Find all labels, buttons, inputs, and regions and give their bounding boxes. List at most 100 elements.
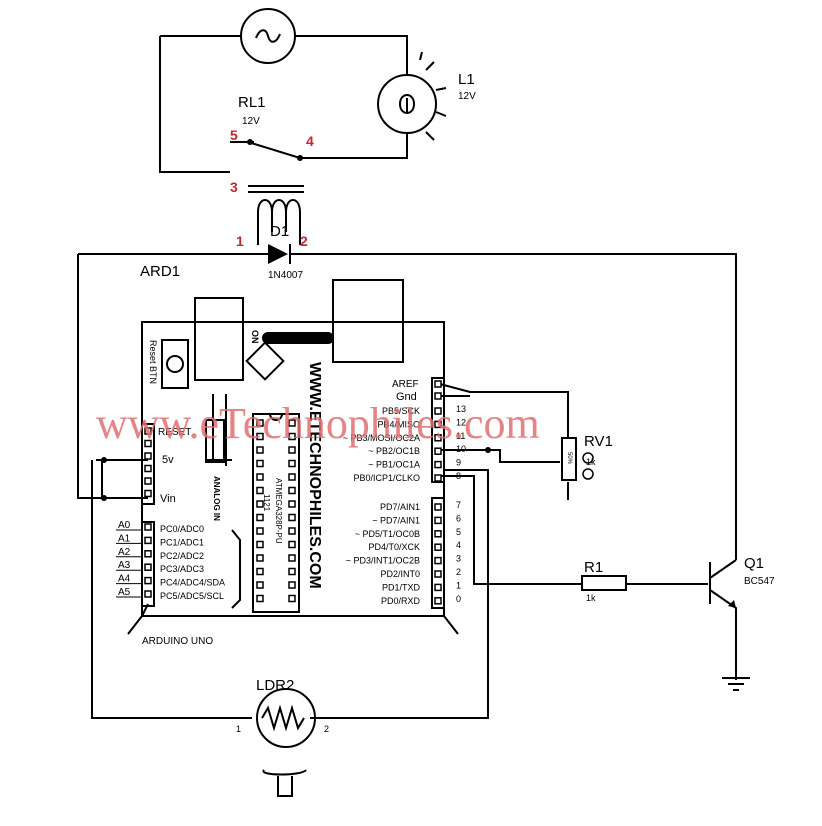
digital-pin-label: PB0/ICP1/CLKO <box>353 473 420 483</box>
digital-pin <box>434 556 442 565</box>
arduino-uno-label: ARDUINO UNO <box>142 636 213 647</box>
chip-pin <box>256 540 264 549</box>
r1-value: 1k <box>586 593 596 603</box>
digital-pin <box>434 420 442 429</box>
analog-pin-number: A5 <box>118 587 131 598</box>
analog-pin <box>144 576 152 585</box>
chip-pin <box>288 567 296 576</box>
analog-pin-number: A3 <box>118 560 131 571</box>
analog-pin-number: A1 <box>118 533 131 544</box>
ldr2-pin2: 2 <box>324 724 329 734</box>
rv1-wires <box>439 383 569 500</box>
q1-emitter-arrow <box>728 600 736 608</box>
digital-pin <box>434 447 442 455</box>
diode-arrow <box>268 244 288 264</box>
digital-pin <box>434 503 442 511</box>
ldr-right-wire <box>310 469 489 719</box>
digital-pin <box>434 460 442 469</box>
digital-pin-number: 5 <box>456 527 461 537</box>
analog-pin-label: PC5/ADC5/SCL <box>160 591 224 601</box>
ard1-label: ARD1 <box>140 263 180 280</box>
vin-wire <box>77 254 148 499</box>
digital-pin <box>434 434 442 442</box>
reset-button-cap[interactable] <box>166 355 184 373</box>
rv1-value: 1k <box>586 457 596 467</box>
chip-pin <box>256 513 264 522</box>
relay-coil <box>257 199 301 245</box>
q1-label: Q1 <box>744 555 764 572</box>
digital-pin-number: 4 <box>456 540 461 550</box>
digital-pin-label: PD2/INT0 <box>380 569 420 579</box>
digital-pin-label: PD1/TXD <box>382 582 421 592</box>
reset-pin-label: RESET <box>158 427 191 438</box>
digital-pin-number: 8 <box>456 471 461 481</box>
usb-connector <box>194 297 244 381</box>
chip-pin <box>256 500 264 508</box>
digital-pin <box>434 380 442 388</box>
5v-wire <box>96 459 148 498</box>
chip-pin <box>288 459 296 468</box>
relay-core <box>248 185 304 193</box>
chip-body <box>252 413 300 613</box>
analog-pin-label: PC2/ADC2 <box>160 551 204 561</box>
digital-header-upper <box>431 377 445 483</box>
chip-pin <box>256 554 264 562</box>
switch-contact <box>297 155 303 161</box>
rv1-body-text: 50% <box>566 452 572 465</box>
q1-value: BC547 <box>744 576 775 587</box>
chip-pin <box>288 486 296 495</box>
rl1-label: RL1 <box>238 94 266 111</box>
l1-value: 12V <box>458 91 476 102</box>
analog-pin <box>144 590 152 598</box>
analog-pin-label: PC3/ADC3 <box>160 564 204 574</box>
5v-pin-label: 5v <box>162 454 174 466</box>
icsp-diamond <box>245 341 285 381</box>
ac-source <box>240 8 296 64</box>
digital-pin-number: 10 <box>456 444 466 454</box>
relay-pin-4: 4 <box>306 133 314 149</box>
digital-pin-number: 1 <box>456 580 461 590</box>
rv1-body <box>561 437 577 481</box>
digital-pin-label: PD4/T0/XCK <box>368 542 420 552</box>
relay-pin-3: 3 <box>230 179 238 195</box>
digital-pin-number: 7 <box>456 500 461 510</box>
q1-transistor <box>709 559 737 680</box>
digital-pin-label: ~ PB3/MOSI/OC2A <box>343 433 420 443</box>
digital-pin <box>434 583 442 592</box>
diode-wire <box>78 253 737 560</box>
analog-pin <box>144 563 152 571</box>
lamp-l1 <box>377 74 437 134</box>
analog-in-label: ANALOG IN <box>212 476 221 521</box>
pin8-wire <box>440 475 582 585</box>
chip-pin <box>288 473 296 481</box>
analog-pin-label: PC4/ADC4/SDA <box>160 578 225 588</box>
ground-symbol <box>722 677 750 691</box>
chip-pin <box>256 581 264 589</box>
junction-dot <box>101 495 107 501</box>
chip-pin <box>256 459 264 468</box>
usb-on-led <box>262 332 334 344</box>
digital-pin <box>434 407 442 415</box>
digital-pin-number: 9 <box>456 458 461 468</box>
chip-pin <box>256 446 264 454</box>
switch-contact <box>247 139 253 145</box>
rl1-value: 12V <box>242 116 260 127</box>
reset-button[interactable] <box>161 339 189 389</box>
power-pin <box>144 464 152 473</box>
analog-pin <box>144 536 152 545</box>
relay-pin-2: 2 <box>300 233 308 249</box>
lamp-circuit-wire <box>159 35 408 173</box>
chip-notch <box>269 413 283 421</box>
analog-pin-number: A0 <box>118 520 131 531</box>
chip-pin <box>288 432 296 441</box>
digital-pin <box>434 474 442 482</box>
junction-dot <box>485 447 491 453</box>
watermark-text: www.eTechnophiles.com <box>96 399 540 448</box>
power-pin <box>144 489 152 498</box>
l1-label: L1 <box>458 71 475 88</box>
brand-vertical-text: WWW.ETECHNOPHILES.COM <box>306 362 323 589</box>
chip-pin <box>256 432 264 441</box>
r1-body <box>581 575 627 591</box>
analog-bracket <box>231 529 241 609</box>
